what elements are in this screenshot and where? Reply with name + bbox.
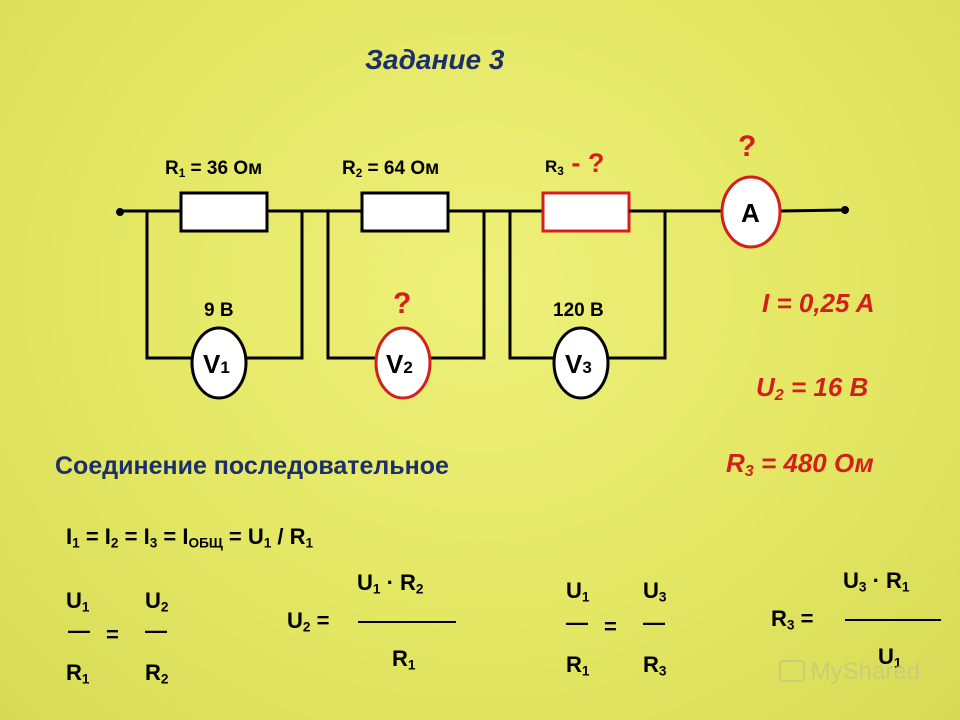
ammeter-symbol: A — [741, 198, 760, 228]
watermark-logo-icon — [778, 660, 805, 682]
v1-symbol: V1 — [203, 349, 230, 379]
v1-branch-wire — [145, 211, 192, 360]
section-heading: Соединение последовательное — [55, 452, 449, 480]
u2-formula-numerator: U1 · R2 — [357, 570, 424, 597]
ratio1-u1: U1 — [66, 588, 90, 615]
formula-current-chain: I1 = I2 = I3 = IОБЩ = U1 / R1 — [66, 524, 314, 551]
main-wire-right — [779, 208, 846, 213]
v3-branch-wire — [508, 211, 554, 360]
v1-branch-wire-right — [246, 211, 304, 360]
r3-formula-fraction-bar — [845, 619, 941, 621]
ratio2-r3: R3 — [643, 652, 667, 679]
watermark: MyShared — [778, 658, 920, 686]
voltmeter-v3 — [552, 326, 610, 400]
resistor-r2 — [360, 191, 450, 233]
v3-symbol: V3 — [565, 349, 592, 379]
ratio2-r1: R1 — [566, 652, 590, 679]
r2-label: R2 = 64 Ом — [342, 158, 440, 180]
v3-branch-wire-right — [608, 211, 667, 360]
ratio2-equals: = — [604, 614, 617, 639]
v2-branch-wire-right — [430, 211, 486, 360]
ratio2-u3: U3 — [643, 578, 667, 605]
r3-formula-lhs: R3 = — [771, 606, 814, 633]
ammeter-reading: ? — [738, 130, 757, 163]
v1-reading: 9 В — [204, 300, 234, 321]
terminal-left — [116, 208, 124, 216]
r3-label: R3 - ? — [545, 148, 605, 178]
given-current: I = 0,25 A — [762, 288, 875, 318]
r3-formula-numerator: U3 · R1 — [843, 568, 910, 595]
ratio2-u1: U1 — [566, 578, 590, 605]
v2-reading: ? — [393, 287, 412, 320]
ratio1-r1: R1 — [66, 660, 90, 687]
page-title: Задание 3 — [365, 44, 505, 75]
ratio1-bar-left: — — [68, 618, 90, 643]
ratio1-equals: = — [106, 622, 119, 647]
v3-reading: 120 В — [553, 300, 604, 321]
given-u2: U2 = 16 В — [756, 372, 869, 405]
r3-formula-denominator: U1 — [878, 644, 902, 671]
v2-branch-wire — [326, 211, 376, 360]
ratio1-u2: U2 — [145, 588, 169, 615]
given-r3: R3 = 480 Ом — [726, 448, 874, 481]
ratio1-bar-right: — — [145, 618, 167, 643]
terminal-right — [841, 206, 849, 214]
resistor-r1 — [179, 191, 269, 233]
ratio2-bar-right: — — [643, 610, 665, 635]
resistor-r3 — [541, 191, 631, 233]
v2-symbol: V2 — [386, 349, 413, 379]
r1-label: R1 = 36 Ом — [165, 158, 263, 180]
u2-formula-denominator: R1 — [392, 646, 416, 673]
u2-formula-fraction-bar — [358, 621, 456, 623]
ratio1-r2: R2 — [145, 660, 169, 687]
u2-formula-lhs: U2 = — [287, 608, 330, 635]
ratio2-bar-left: — — [566, 610, 588, 635]
voltmeter-v2 — [374, 326, 432, 400]
voltmeter-v1 — [190, 326, 248, 400]
ammeter — [720, 175, 782, 249]
